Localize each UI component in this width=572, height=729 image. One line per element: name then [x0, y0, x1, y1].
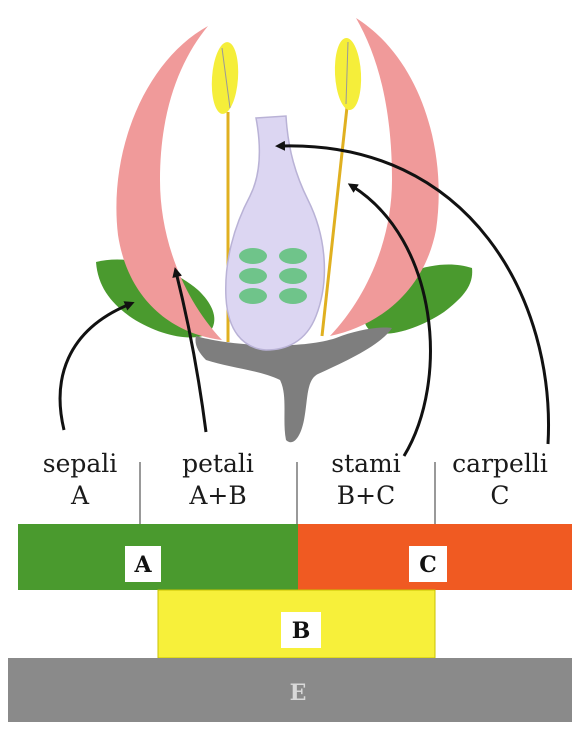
anther-left [210, 41, 241, 115]
receptacle [195, 327, 392, 442]
bar-a-letter: A [133, 552, 152, 578]
bar-c-letter: C [419, 552, 437, 578]
bar-e-letter: E [290, 680, 307, 706]
genes-label-stami: B+C [337, 481, 395, 510]
ovule [279, 288, 307, 304]
ovule [239, 248, 267, 264]
carpel [226, 116, 325, 350]
ovule [239, 268, 267, 284]
organ-labels: sepali A petali A+B stami B+C carpelli C [43, 449, 548, 510]
stamen-filament-right [322, 98, 348, 336]
ovule [239, 288, 267, 304]
arrow-sepali [60, 304, 130, 430]
bar-b-letter: B [292, 618, 311, 644]
organ-label-carpelli: carpelli [452, 449, 548, 478]
ovule [279, 248, 307, 264]
organ-label-petali: petali [182, 449, 254, 478]
ovule [279, 268, 307, 284]
organ-label-stami: stami [331, 449, 400, 478]
genes-label-sepali: A [70, 481, 90, 510]
gene-bars: A C B E [8, 524, 572, 722]
genes-label-petali: A+B [188, 481, 246, 510]
genes-label-carpelli: C [490, 481, 509, 510]
flower-illustration [96, 18, 472, 442]
organ-label-sepali: sepali [43, 449, 118, 478]
